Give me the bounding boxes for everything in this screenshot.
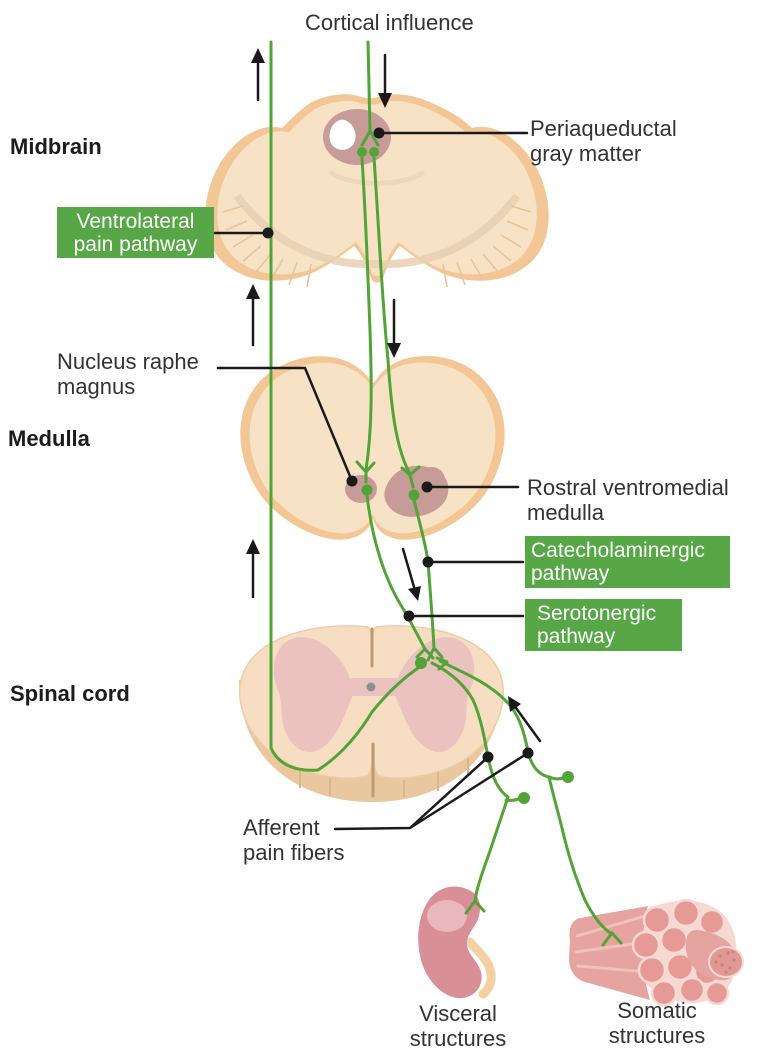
serotonergic-upper-line	[360, 156, 373, 472]
leader-lines	[213, 127, 534, 831]
rostral-ventromedial-label: Rostral ventromedial medulla	[527, 475, 729, 525]
visceral-afferent-line	[430, 661, 510, 903]
medulla-illustration	[240, 356, 505, 540]
nucleus-raphe-leader	[216, 366, 358, 487]
badge-line: pain pathway	[73, 233, 198, 256]
midbrain-label: Midbrain	[10, 134, 102, 159]
nrm-synapse-fork	[355, 460, 376, 484]
dorsal-horn-neuron-dot	[415, 657, 427, 669]
kidney-illustration	[418, 886, 496, 999]
gray-matter-right-horn	[394, 637, 475, 753]
label-line: Visceral	[419, 1001, 497, 1026]
muscle-terminal-fork	[601, 931, 623, 947]
label-line: medulla	[527, 500, 605, 525]
cortical-influence-label: Cortical influence	[305, 10, 474, 35]
label-line: gray matter	[530, 141, 642, 166]
ventrolateral-pathway-badge: Ventrolateral pain pathway	[57, 207, 214, 258]
kidney-terminal-fork	[464, 899, 486, 915]
visceral-structures-label: Visceral structures	[398, 1001, 518, 1051]
label-line: Somatic	[617, 998, 697, 1023]
up-arrow-icon	[251, 48, 265, 102]
badge-line: Serotonergic	[537, 602, 657, 625]
label-line: structures	[409, 1026, 507, 1051]
up-arrow-icon	[246, 284, 260, 347]
ventrolateral-leader	[213, 227, 274, 239]
catecholaminergic-upper-line	[372, 156, 412, 476]
pathway-lines	[269, 40, 623, 947]
descending-pathway-line	[366, 40, 372, 132]
down-arrow-icon	[378, 53, 392, 108]
spinal-cord-label: Spinal cord	[10, 681, 130, 706]
catecholaminergic-pathway-badge: Catecholaminergic pathway	[525, 536, 730, 588]
direction-arrows	[246, 48, 542, 743]
visceral-ganglion-dot	[518, 792, 530, 804]
pag-synapse-dot	[357, 147, 367, 157]
catecholaminergic-leader	[422, 556, 525, 568]
down-arrow-icon	[401, 547, 421, 601]
somatic-ganglion-dot	[562, 771, 574, 783]
label-line: pain fibers	[243, 840, 345, 865]
serotonergic-line	[365, 493, 427, 651]
peduncle-striations-left	[222, 205, 312, 288]
label-line: magnus	[57, 374, 136, 399]
serotonergic-leader	[403, 610, 525, 622]
badge-line: Ventrolateral	[76, 210, 195, 233]
dorsal-horn-synapse	[415, 646, 449, 671]
muscle-illustration	[569, 898, 744, 1007]
periaqueductal-label: Periaqueductal gray matter	[530, 116, 677, 166]
serotonergic-pathway-badge: Serotonergic pathway	[525, 599, 682, 651]
periaqueductal-leader	[373, 127, 529, 139]
badge-line: Catecholaminergic	[531, 539, 705, 562]
down-arrow-icon	[387, 298, 401, 358]
label-line: Rostral ventromedial	[527, 475, 729, 500]
somatic-structures-label: Somatic structures	[597, 998, 717, 1048]
label-line: Afferent	[243, 815, 320, 840]
up-arrow-icon	[246, 539, 260, 599]
cerebral-aqueduct-shape	[329, 119, 356, 150]
up-arrow-icon	[508, 696, 542, 743]
afferent-leader	[333, 747, 534, 831]
rvm-synapse-fork	[400, 465, 421, 489]
rvm-neuron-dot	[408, 489, 420, 501]
nucleus-raphe-magnus-label: Nucleus raphe magnus	[57, 349, 199, 399]
label-line: Nucleus raphe	[57, 349, 199, 374]
central-canal-dot	[366, 682, 376, 692]
gray-matter-left-horn	[273, 637, 354, 753]
badge-line: pathway	[537, 625, 616, 648]
label-line: structures	[608, 1023, 706, 1048]
pag-synapse-fork	[360, 129, 380, 147]
spinal-cord-illustration	[238, 625, 505, 802]
badge-line: pathway	[531, 562, 610, 585]
nrm-neuron-dot	[361, 484, 373, 496]
rostral-ventromedial-leader	[421, 481, 520, 493]
peduncle-striations-right	[442, 205, 532, 288]
muscle-end-stipple	[714, 950, 736, 974]
label-line: Periaqueductal	[530, 116, 677, 141]
afferent-pain-fibers-label: Afferent pain fibers	[243, 815, 345, 865]
ascending-pathway-line	[269, 40, 420, 772]
medulla-label: Medulla	[8, 426, 90, 451]
pag-synapse-dot	[369, 147, 379, 157]
